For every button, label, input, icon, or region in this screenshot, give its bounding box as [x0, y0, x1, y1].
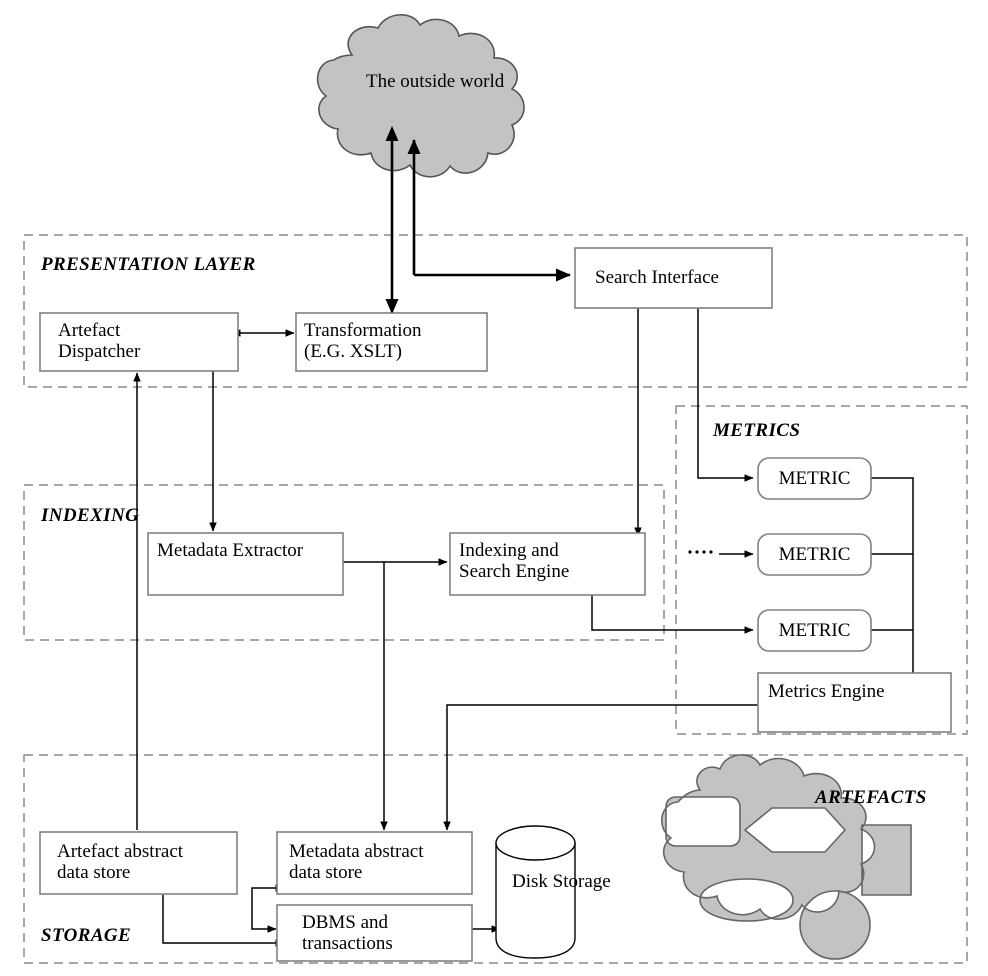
artefact-store-label: Artefact abstract data store [57, 841, 183, 884]
metric-1-label: METRIC [778, 468, 851, 489]
metadata-store-line2: data store [289, 862, 363, 884]
artefact-store-line2: data store [57, 862, 131, 884]
disk-storage-label: Disk Storage [512, 871, 611, 892]
metrics-ellipsis-dots [688, 550, 713, 554]
zone-title-metrics: METRICS [713, 420, 801, 441]
dbms-label: DBMS and transactions [302, 912, 393, 955]
metadata-store-label: Metadata abstract data store [289, 841, 424, 884]
edge-metadata-store-dbms [251, 884, 285, 933]
edge-dbms-artefact-store [162, 895, 285, 947]
dbms-line2: transactions [302, 933, 393, 955]
box-indexing-engine [449, 532, 646, 596]
zone-title-storage: STORAGE [41, 925, 132, 946]
transformation-label: Transformation (E.G. XSLT) [304, 320, 422, 363]
edge-metrics-engine-metadata-store [443, 704, 758, 831]
box-metric-3 [757, 609, 872, 652]
box-metric-1 [757, 457, 872, 500]
box-transformation [295, 312, 488, 372]
box-metadata-extractor [147, 532, 344, 596]
edge-metrics-bus [871, 477, 914, 673]
box-metadata-store [276, 831, 473, 895]
edge-search-interface-metric-1 [697, 308, 754, 482]
zone-metrics-border [675, 405, 968, 735]
box-metrics-engine [757, 672, 952, 733]
artefact-dispatcher-line1: Artefact [58, 320, 121, 341]
outside-world-label: The outside world [366, 71, 505, 92]
metric-2-label: METRIC [778, 544, 851, 565]
box-search-interface [574, 247, 773, 309]
metric-3-label: METRIC [778, 620, 851, 641]
zone-presentation-border [23, 234, 968, 388]
zone-title-indexing: INDEXING [41, 505, 140, 526]
transformation-line1: Transformation [304, 320, 422, 341]
dbms-line1: DBMS and [302, 912, 389, 933]
disk-storage-cylinder [495, 825, 576, 959]
box-artefact-store [39, 831, 238, 895]
box-metric-2 [757, 533, 872, 576]
box-artefact-dispatcher [39, 312, 239, 372]
zone-storage-border [23, 754, 968, 964]
artefacts-blob [661, 754, 912, 960]
artefact-store-line1: Artefact abstract [57, 841, 184, 862]
zone-title-artefacts: ARTEFACTS [815, 787, 927, 808]
metrics-engine-label: Metrics Engine [768, 681, 885, 702]
indexing-engine-label: Indexing and Search Engine [459, 540, 569, 583]
indexing-engine-line2: Search Engine [459, 561, 570, 583]
outside-world-cloud [316, 14, 525, 178]
zone-indexing-border [23, 484, 665, 641]
transformation-line2: (E.G. XSLT) [304, 341, 402, 363]
artefact-dispatcher-label: Artefact Dispatcher [58, 320, 140, 363]
search-interface-label: Search Interface [595, 267, 719, 288]
metadata-extractor-label: Metadata Extractor [157, 540, 304, 561]
metadata-store-line1: Metadata abstract [289, 841, 424, 862]
indexing-engine-line1: Indexing and [459, 540, 559, 561]
box-dbms [276, 904, 473, 962]
zone-title-presentation: PRESENTATION LAYER [41, 254, 256, 275]
artefact-dispatcher-line2: Dispatcher [58, 341, 141, 363]
edge-indexing-engine-metric-3 [591, 595, 754, 634]
